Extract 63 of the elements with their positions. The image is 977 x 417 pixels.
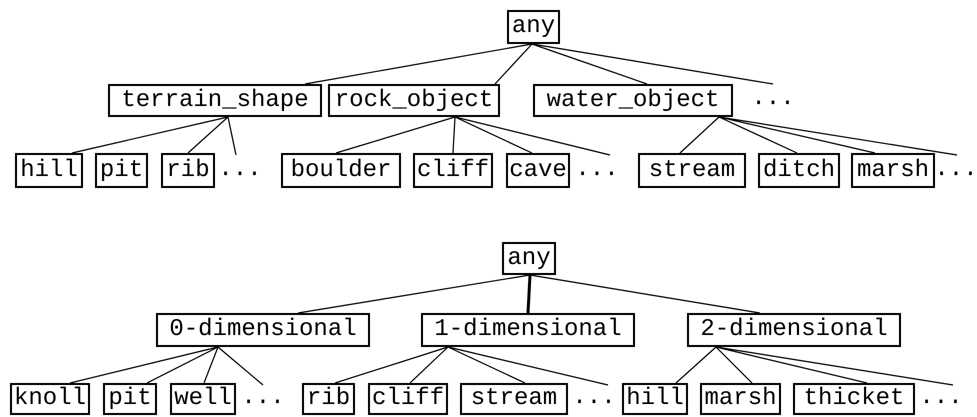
connector-line [718,116,798,154]
term-box: hill [622,383,688,415]
term-box: pit [103,383,157,415]
connector-line [448,346,526,384]
ellipsis-text: ··· [918,385,964,415]
term-box: cave [506,153,570,188]
connector-line [716,346,752,384]
term-box: boulder [281,153,401,188]
term-box: marsh [700,383,781,415]
term-box: stream [460,383,568,415]
term-box: terrain_shape [108,84,322,117]
connector-line [304,43,532,85]
connector-line [410,346,448,384]
term-box: cliff [413,153,493,188]
connector-line [298,274,530,314]
connector-line [532,43,648,85]
connector-line [526,274,532,314]
connector-line [530,274,760,314]
ellipsis-text: ··· [242,385,284,415]
ellipsis-text: ··· [750,84,796,117]
connector-line [718,116,958,156]
term-box: stream [638,153,746,188]
connector-line [336,116,456,154]
connector-line [454,116,532,154]
term-box: rib [302,383,355,415]
connector-line [716,346,954,386]
connector-line [454,116,610,156]
term-box: pit [95,153,148,188]
ellipsis-text: ··· [218,155,262,188]
term-box: hill [15,153,83,188]
term-box: 0-dimensional [156,313,370,347]
term-box: marsh [851,153,935,188]
term-box: cliff [368,383,448,415]
term-box: rock_object [328,84,500,117]
connector-line [718,116,876,154]
connector-line [676,346,716,384]
ellipsis-text: ··· [935,155,977,188]
term-box: rib [161,153,215,188]
ellipsis-text: ··· [572,385,616,415]
connector-line [72,116,228,154]
term-box: any [507,10,560,44]
connector-line [716,346,868,384]
term-box: water_object [533,84,733,117]
connector-line [218,346,264,386]
connector-line [227,116,237,156]
connector-line [448,346,608,386]
ellipsis-text: ··· [575,155,619,188]
connector-line [70,346,218,384]
term-box: ditch [758,153,840,188]
connector-line [334,346,448,384]
term-box: 2-dimensional [687,313,901,347]
term-box: knoll [10,383,90,415]
connector-line [452,116,456,154]
connector-line [532,43,774,85]
connector-line [203,346,219,384]
connector-line [680,116,720,154]
connector-line [188,116,228,154]
connector-line [146,346,218,384]
connector-line [494,44,532,84]
term-box: thicket [793,383,915,415]
term-box: well [170,383,236,415]
term-box: any [502,242,556,275]
term-box: 1-dimensional [421,313,635,347]
